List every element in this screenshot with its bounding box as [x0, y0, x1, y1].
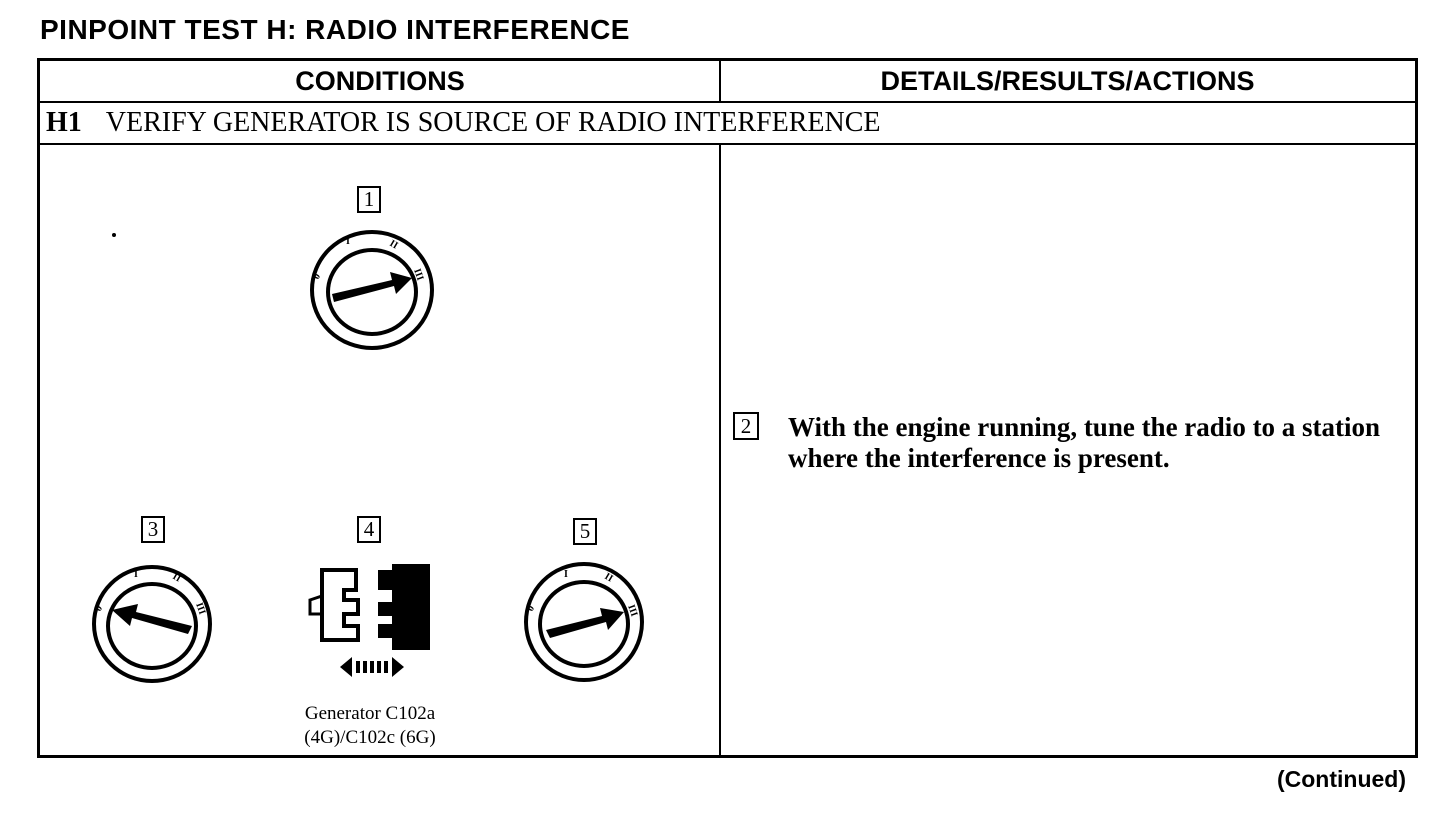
svg-text:I: I	[564, 569, 568, 580]
callout-1: 1	[357, 186, 381, 213]
scan-speck	[112, 233, 116, 237]
svg-text:0: 0	[93, 604, 105, 614]
svg-text:III: III	[625, 603, 639, 618]
callout-3: 3	[141, 516, 165, 543]
svg-text:I: I	[134, 569, 138, 580]
conditions-header: CONDITIONS	[40, 61, 720, 103]
svg-text:0: 0	[311, 272, 323, 282]
details-header: DETAILS/RESULTS/ACTIONS	[720, 61, 1415, 103]
connector-caption-line-1: Generator C102a	[304, 703, 436, 724]
callout-2: 2	[733, 412, 759, 440]
svg-text:II: II	[171, 571, 183, 584]
svg-text:III: III	[411, 267, 425, 282]
column-divider	[719, 61, 721, 103]
pinpoint-test-table: CONDITIONS DETAILS/RESULTS/ACTIONS H1 VE…	[37, 58, 1418, 758]
svg-text:II: II	[388, 238, 400, 251]
step-description: VERIFY GENERATOR IS SOURCE OF RADIO INTE…	[105, 107, 881, 138]
svg-text:II: II	[603, 571, 615, 584]
ignition-switch-run-icon: 0 I II III	[310, 230, 434, 350]
action-instruction: With the engine running, tune the radio …	[788, 412, 1381, 473]
callout-5: 5	[573, 518, 597, 545]
step-row: H1 VERIFY GENERATOR IS SOURCE OF RADIO I…	[40, 103, 1415, 145]
step-id: H1	[46, 107, 82, 138]
ignition-switch-off-icon: 0 I II III	[92, 565, 212, 683]
svg-text:I: I	[346, 236, 350, 247]
connector-caption: Generator C102a (4G)/C102c (6G)	[280, 702, 460, 750]
page-title: PINPOINT TEST H: RADIO INTERFERENCE	[40, 14, 630, 45]
callout-4: 4	[357, 516, 381, 543]
connector-caption-line-2: (4G)/C102c (6G)	[304, 727, 436, 748]
connector-disconnect-icon	[308, 564, 430, 677]
continued-label: (Continued)	[1276, 766, 1406, 792]
ignition-switch-run-icon: 0 I II III	[524, 562, 644, 682]
svg-text:III: III	[193, 601, 207, 616]
svg-text:0: 0	[525, 604, 537, 614]
column-divider	[719, 145, 721, 755]
